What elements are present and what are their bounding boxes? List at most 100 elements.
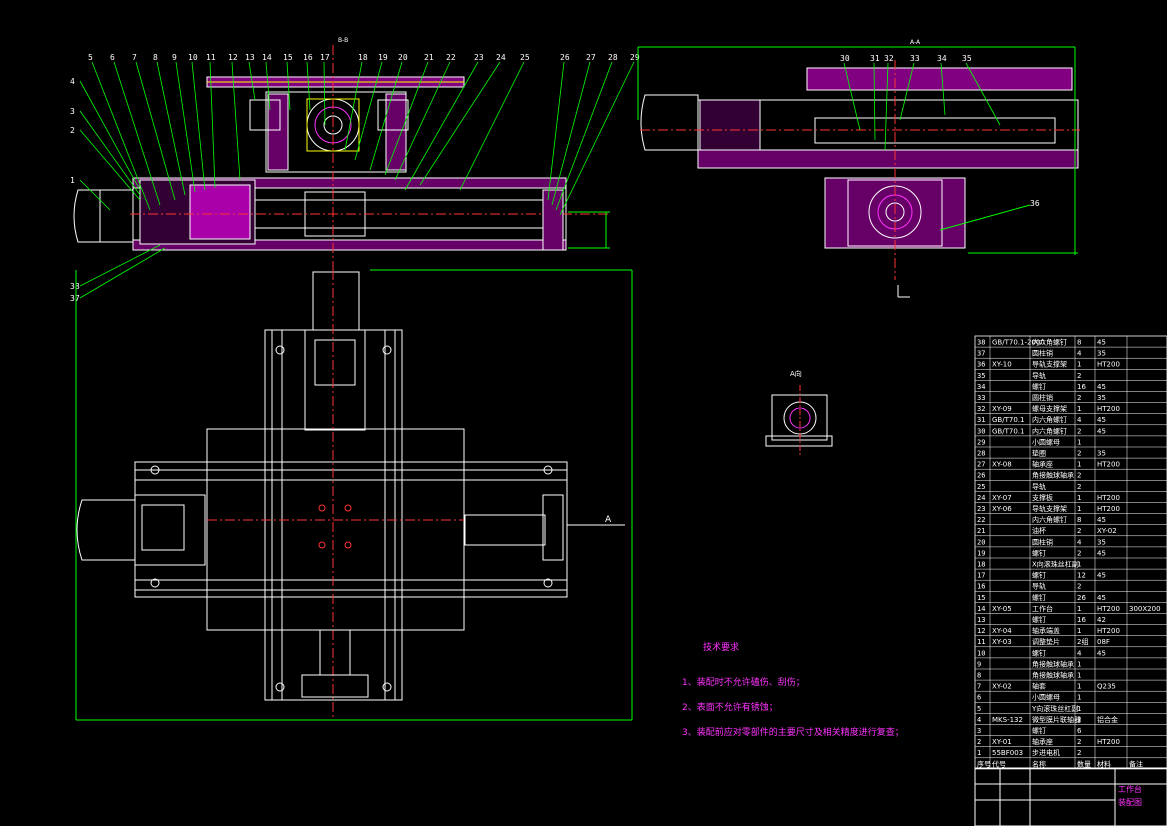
- bom-cell: 内六角螺钉: [1032, 338, 1067, 347]
- bom-cell: 38: [977, 339, 985, 347]
- callout-label: 34: [937, 54, 947, 63]
- bom-cell: 45: [1097, 339, 1106, 347]
- bom-cell: HT200: [1097, 505, 1120, 513]
- callout-label: 14: [262, 53, 272, 62]
- bom-cell: 1: [1077, 561, 1081, 569]
- bom-cell: 调整垫片: [1032, 637, 1060, 646]
- callout-label: 15: [283, 53, 293, 62]
- bom-cell: 4: [1077, 416, 1082, 424]
- bom-cell: 16: [977, 583, 985, 591]
- bom-cell: XY-04: [992, 627, 1012, 635]
- callout-label: 3: [70, 107, 75, 116]
- bom-cell: 轴承端盖: [1032, 626, 1060, 635]
- bom-cell: 导轨支撑架: [1032, 360, 1067, 369]
- bom-cell: 6: [977, 694, 981, 702]
- callout-label: 27: [586, 53, 596, 62]
- view-a: A向: [765, 369, 833, 455]
- callout-label: 1: [70, 176, 75, 185]
- bom-cell: HT200: [1097, 738, 1120, 746]
- bom-cell: GB/T70.1-2000: [992, 339, 1045, 347]
- bom-cell: 1: [1077, 705, 1081, 713]
- bom-cell: 15: [977, 594, 985, 602]
- bom-cell: 13: [977, 616, 985, 624]
- bom-cell: 1: [1077, 694, 1081, 702]
- bom-cell: 1: [1077, 672, 1081, 680]
- callout-label: 29: [630, 53, 640, 62]
- bom-cell: 33: [977, 394, 985, 402]
- callout-label: 7: [132, 53, 137, 62]
- bom-cell: 微型膜片联轴器: [1032, 715, 1081, 724]
- bom-cell: XY-01: [992, 738, 1012, 746]
- bom-cell: 45: [1097, 516, 1106, 524]
- svg-text:A向: A向: [790, 369, 802, 378]
- bom-cell: GB/T70.1: [992, 427, 1024, 435]
- bom-cell: 1: [1077, 660, 1081, 668]
- bom-header-cell: 名称: [1032, 759, 1046, 768]
- bom-cell: XY-03: [992, 638, 1012, 646]
- bom-cell: 36: [977, 361, 985, 369]
- bom-cell: 35: [1097, 350, 1106, 358]
- bom-cell: 45: [1097, 594, 1106, 602]
- bom-cell: 1: [1077, 627, 1081, 635]
- bom-cell: 32: [977, 405, 985, 413]
- callout-label: 13: [245, 53, 255, 62]
- bom-cell: 螺钉: [1032, 382, 1046, 391]
- bom-cell: 圆柱销: [1032, 393, 1053, 402]
- callout-label: 35: [962, 54, 972, 63]
- bom-cell: HT200: [1097, 461, 1120, 469]
- bom-cell: 30: [977, 427, 985, 435]
- bom-cell: 导轨: [1032, 482, 1046, 491]
- callout-label: 25: [520, 53, 530, 62]
- bom-cell: 2: [1077, 749, 1081, 757]
- tech-requirement-item: 3、装配前应对零部件的主要尺寸及相关精度进行复查；: [682, 726, 904, 738]
- bom-cell: XY-02: [992, 683, 1012, 691]
- bom-cell: 2: [1077, 472, 1081, 480]
- callout-label: 9: [172, 53, 177, 62]
- callout-label: 37: [70, 294, 80, 303]
- bom-cell: XY-06: [992, 505, 1012, 513]
- bom-cell: 12: [1077, 572, 1086, 580]
- bom-cell: XY-02: [1097, 527, 1117, 535]
- callout-label: 38: [70, 282, 80, 291]
- callout-label: 31: [870, 54, 880, 63]
- bom-cell: 螺钉: [1032, 615, 1046, 624]
- bom-cell: XY-08: [992, 461, 1012, 469]
- bom-cell: 垫圈: [1032, 449, 1046, 458]
- bom-cell: 29: [977, 438, 985, 446]
- bom-cell: 2: [1077, 427, 1081, 435]
- bom-cell: HT200: [1097, 627, 1120, 635]
- tech-requirement-item: 1、装配时不允许磕伤、刮伤；: [682, 676, 805, 688]
- bom-cell: 4: [1077, 538, 1082, 546]
- bom-cell: 1: [1077, 494, 1081, 502]
- callout-label: 10: [188, 53, 198, 62]
- bom-cell: 45: [1097, 383, 1106, 391]
- bom-cell: XY-10: [992, 361, 1012, 369]
- bom-cell: 23: [977, 505, 985, 513]
- bom-cell: 螺钉: [1032, 648, 1046, 657]
- bom-cell: HT200: [1097, 361, 1120, 369]
- section-view-bb: B-B: [73, 37, 610, 270]
- bom-cell: 小圆螺母: [1032, 693, 1060, 702]
- bom-cell: 2: [1077, 716, 1081, 724]
- bom-cell: 轴承座: [1032, 737, 1053, 746]
- bom-cell: 300X200: [1129, 605, 1161, 613]
- callout-label: 2: [70, 126, 75, 135]
- bom-cell: 步进电机: [1032, 748, 1060, 757]
- callout-label: 26: [560, 53, 570, 62]
